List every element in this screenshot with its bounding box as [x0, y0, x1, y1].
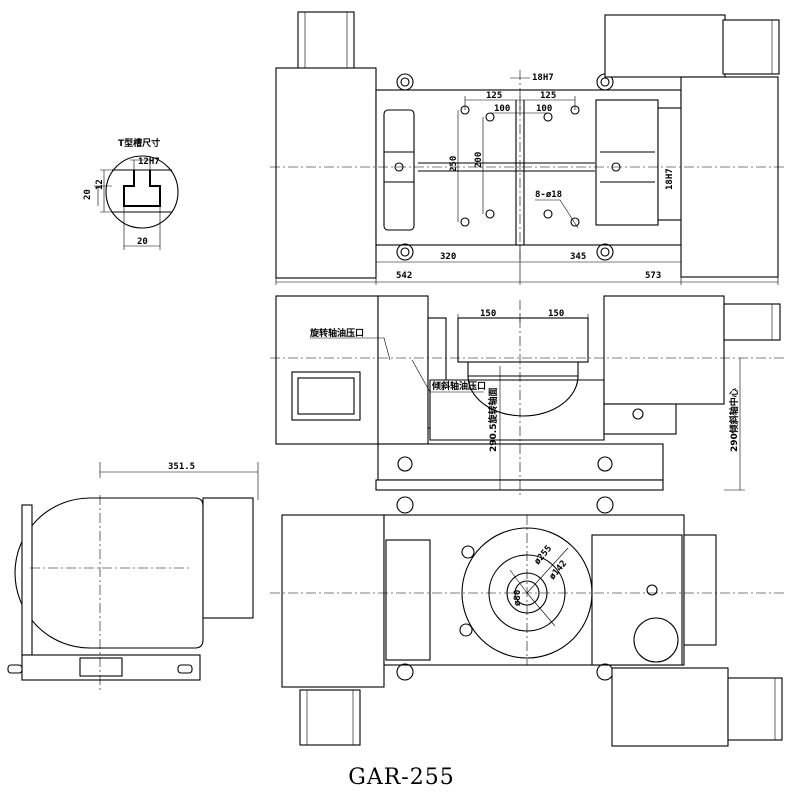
front-right-gearbox [603, 295, 725, 405]
top-dim-320: 320 [440, 252, 456, 262]
side-view: 351.5 [7, 462, 259, 692]
front-label-rotary-center: 290.5旋转轴面 [487, 388, 499, 452]
tslot-fit-label: 12H7 [138, 157, 160, 167]
top-dim-100-left: 100 [494, 104, 510, 114]
side-dim-351: 351.5 [168, 462, 195, 472]
tslot-h-inner: 12 [95, 179, 105, 190]
top-dim-250: 250 [449, 156, 459, 172]
top-dim-573: 573 [645, 271, 661, 281]
top-dim-345: 345 [570, 252, 586, 262]
side-housing [14, 497, 204, 649]
front-label-rotary-port: 旋转轴油压口 [309, 327, 364, 339]
tslot-title: T型槽尺寸 [118, 137, 160, 149]
tslot-detail: T型槽尺寸 12H7 20 12 20 [83, 137, 179, 250]
tslot-detail-circle [105, 155, 179, 229]
front-right-motor [723, 303, 781, 341]
top-dim-fit-side: 18H7 [665, 168, 675, 190]
top-right-gearbox [604, 14, 726, 78]
top-dim-holes: 8-ø18 [535, 190, 562, 200]
top-right-housing [680, 76, 779, 278]
bottom-dim-80: ø80 [513, 590, 523, 606]
drawing-title: GAR-255 [348, 765, 455, 790]
top-dim-200: 200 [474, 152, 484, 168]
front-label-tilt-port: 倾斜轴油压口 [431, 380, 486, 392]
front-left-housing [275, 295, 379, 445]
top-left-motor [297, 11, 355, 71]
front-base [377, 443, 664, 481]
top-dim-125-left: 125 [486, 91, 502, 101]
front-label-tilt-center: 290倾斜轴中心 [728, 388, 740, 452]
bottom-right-gearbox [611, 667, 729, 747]
bottom-right-motor [727, 677, 783, 741]
top-dim-125-right: 125 [540, 91, 556, 101]
top-view: 125 125 100 100 18H7 250 200 18H7 8-ø18 … [270, 11, 785, 285]
top-left-housing [275, 67, 377, 279]
front-dim-150-right: 150 [548, 309, 564, 319]
top-dim-542: 542 [396, 271, 412, 281]
top-right-motor [722, 19, 780, 75]
top-dim-100-right: 100 [536, 104, 552, 114]
top-dim-fit-top: 18H7 [532, 73, 554, 83]
bottom-view: ø255 ø142 ø80 [270, 496, 785, 747]
front-view: 150 150 旋转轴油压口 倾斜轴油压口 290.5旋转轴面 290倾斜轴中心 [270, 295, 785, 495]
front-dim-150-left: 150 [480, 309, 496, 319]
bottom-left-housing [281, 514, 385, 688]
tslot-width: 20 [137, 237, 148, 247]
tslot-h-outer: 20 [83, 189, 93, 200]
